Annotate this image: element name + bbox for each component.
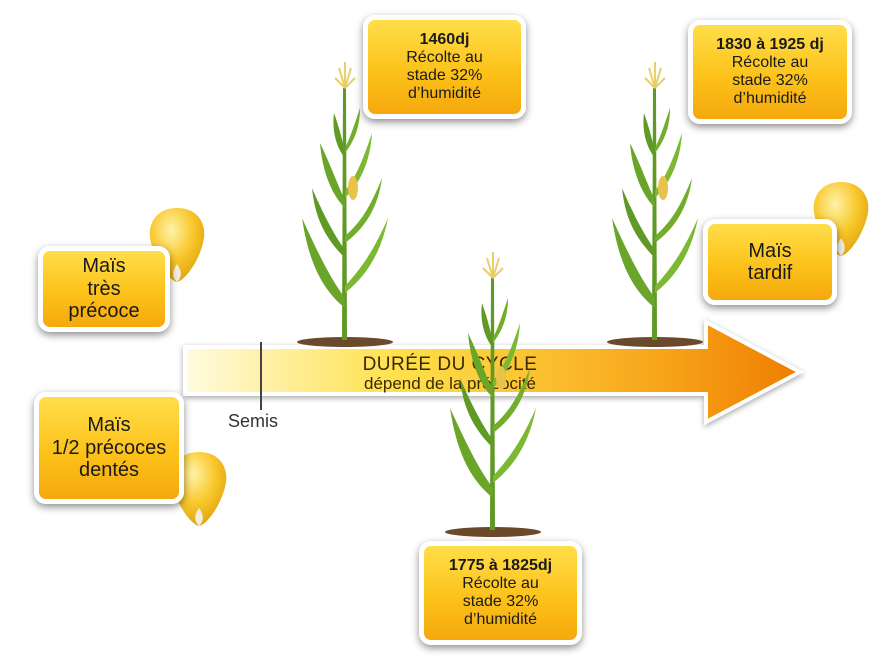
harvest-early-box: 1460dj Récolte au stade 32% d’humidité	[363, 15, 526, 119]
harvest-early-line2: stade 32%	[406, 67, 483, 84]
variety-demi-precoce-line1: Maïs	[87, 414, 131, 437]
harvest-mid-line1: Récolte au	[462, 575, 539, 593]
variety-tres-precoce-box: Maïs très précoce	[38, 246, 170, 332]
harvest-mid-line2: stade 32%	[462, 593, 539, 610]
variety-demi-precoce-box: Maïs 1/2 précoces dentés	[34, 392, 184, 504]
harvest-mid-line3: d’humidité	[464, 610, 537, 628]
harvest-early-dj: 1460dj	[419, 31, 470, 49]
variety-tardif-line2: tardif	[747, 262, 793, 284]
harvest-late-line3: d’humidité	[733, 89, 807, 107]
harvest-mid-box: 1775 à 1825dj Récolte au stade 32% d’hum…	[419, 541, 582, 645]
semis-label: Semis	[228, 411, 279, 431]
variety-demi-precoce-line3: dentés	[78, 459, 140, 482]
corn-plant-icon	[297, 62, 393, 347]
corn-plant-icon	[444, 251, 542, 538]
variety-tres-precoce-line3: précoce	[68, 300, 140, 323]
harvest-late-dj: 1830 à 1925 dj	[716, 36, 824, 54]
variety-tres-precoce-line1: Maïs	[82, 255, 126, 278]
harvest-late-box: 1830 à 1925 dj Récolte au stade 32% d’hu…	[688, 20, 852, 124]
variety-tardif-box: Maïs tardif	[703, 219, 837, 305]
corn-kernel-icon	[171, 452, 227, 526]
harvest-early-line3: d’humidité	[408, 84, 481, 102]
harvest-early-line1: Récolte au	[406, 49, 483, 67]
variety-tres-precoce-line2: très	[87, 277, 121, 300]
harvest-late-line1: Récolte au	[731, 54, 809, 72]
harvest-mid-dj: 1775 à 1825dj	[448, 557, 553, 575]
variety-tardif-line1: Maïs	[748, 239, 792, 262]
harvest-late-line2: stade 32%	[732, 72, 808, 89]
variety-demi-precoce-line2: 1/2 précoces	[51, 436, 167, 459]
